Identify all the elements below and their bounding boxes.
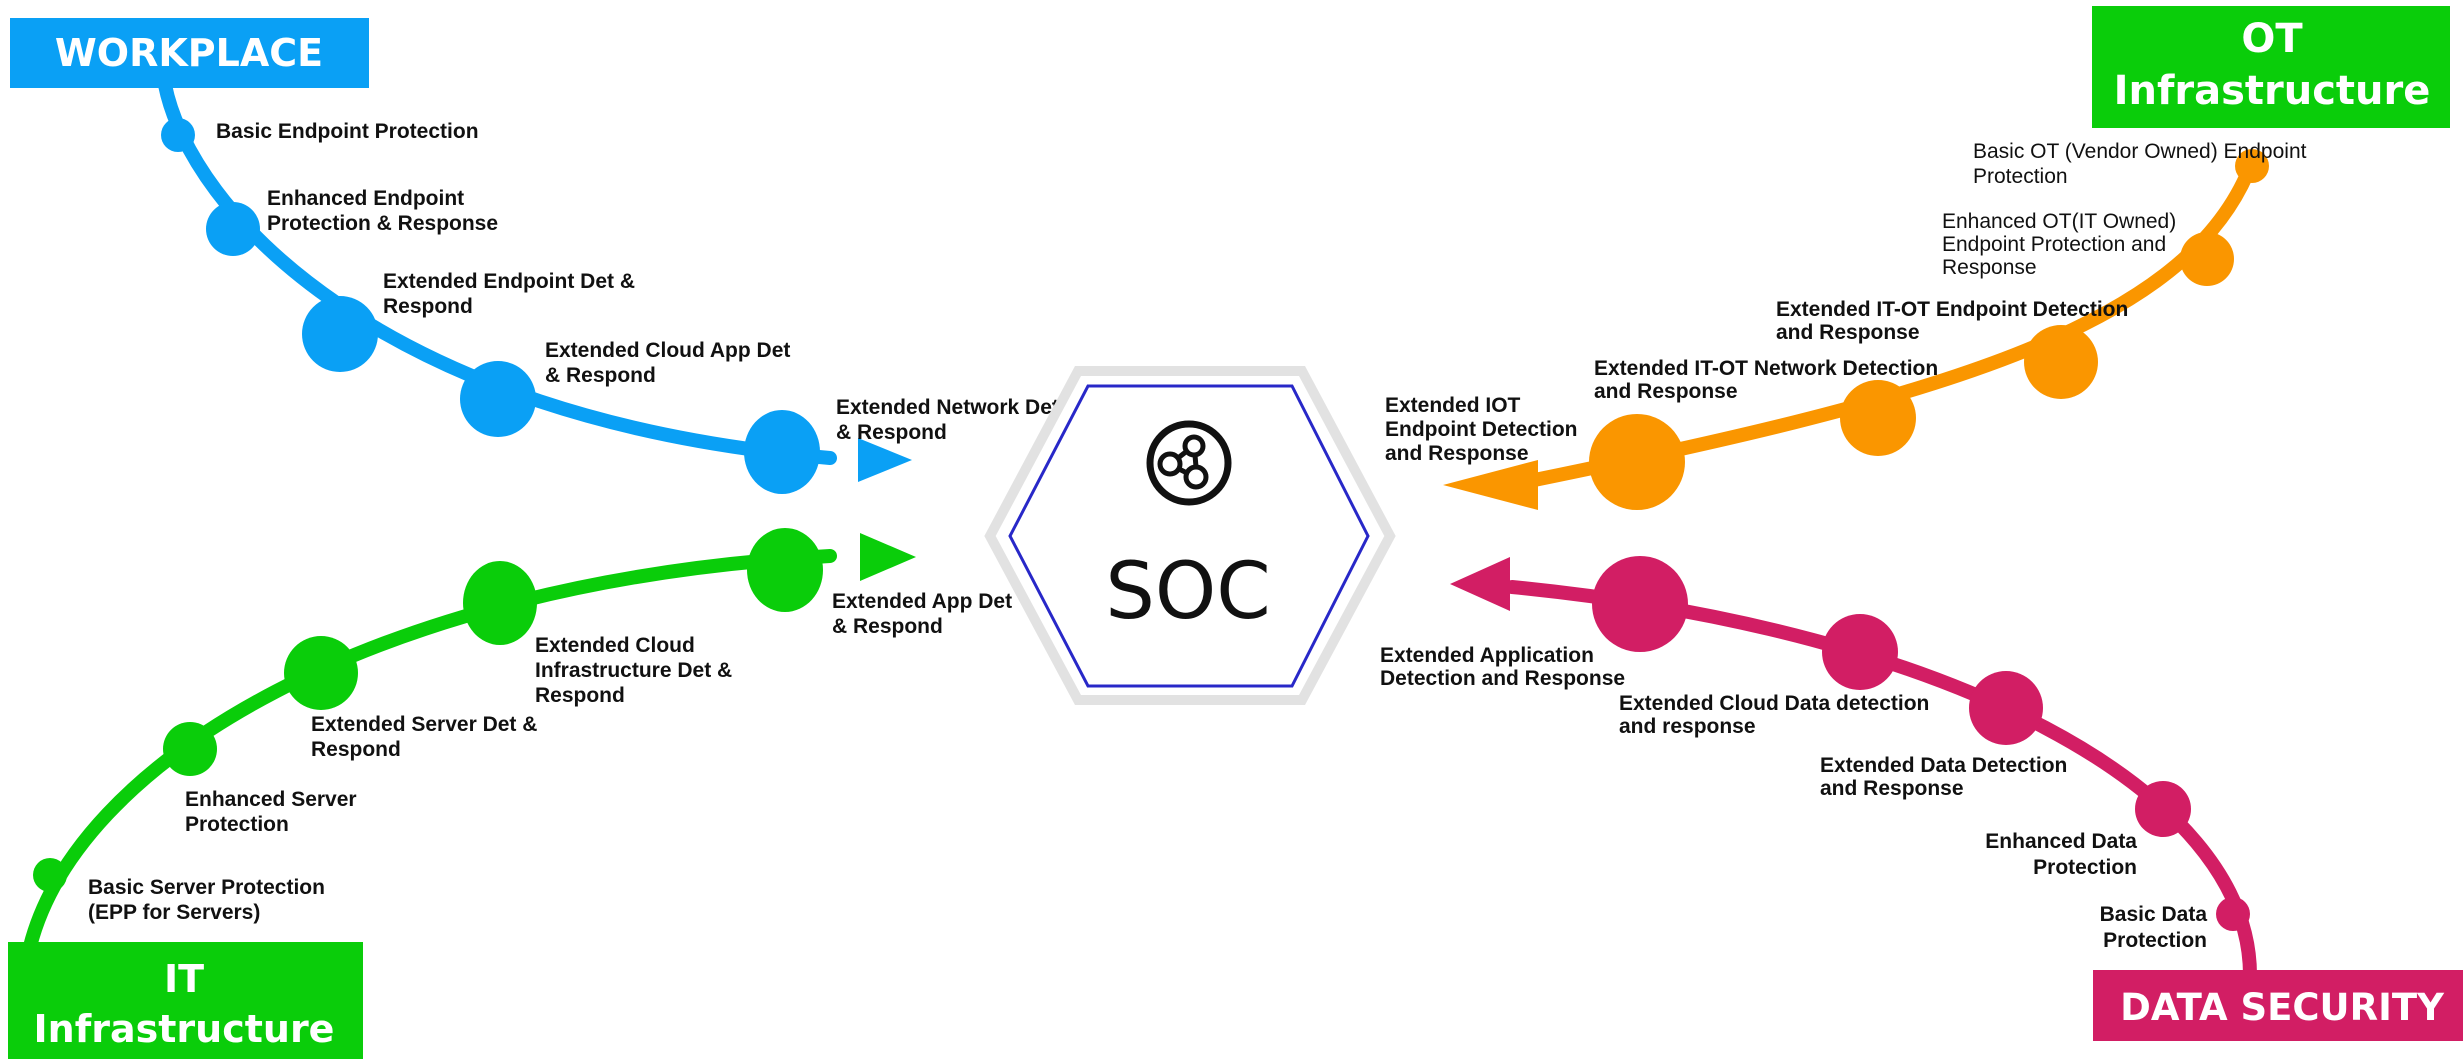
data-security-stage-node	[2216, 897, 2250, 931]
it-infrastructure-title-line1: IT	[164, 957, 204, 1001]
workplace-branch: WORKPLACE Basic Endpoint Protection Enha…	[10, 18, 1059, 494]
ot-infrastructure-stage-2-label: Enhanced OT(IT Owned)Endpoint Protection…	[1942, 210, 2176, 279]
workplace-stage-4-label: Extended Cloud App Det& Respond	[545, 339, 790, 387]
data-security-stage-node	[2135, 781, 2191, 837]
soc-hexagon-border	[1008, 384, 1370, 688]
it-infrastructure-stage-3-label: Extended Server Det &Respond	[311, 713, 537, 761]
it-infrastructure-arrowhead	[860, 533, 916, 581]
ot-infrastructure-stage-node	[2180, 232, 2234, 286]
workplace-stage-node	[460, 361, 536, 437]
workplace-stage-node	[206, 202, 260, 256]
soc-label: SOC	[1105, 547, 1270, 637]
data-security-title: DATA SECURITY	[2120, 986, 2445, 1029]
ot-infrastructure-stage-node	[1840, 380, 1916, 456]
soc-hexagon: SOC	[984, 366, 1396, 705]
ot-infrastructure-title-box	[2092, 6, 2450, 128]
data-security-stage-node	[1969, 671, 2043, 745]
it-infrastructure-stage-node	[163, 722, 217, 776]
it-infrastructure-branch: IT Infrastructure Basic Server Protectio…	[8, 528, 1012, 1059]
ot-infrastructure-branch: OT Infrastructure Basic OT (Vendor Owned…	[1385, 6, 2450, 510]
workplace-stage-5-label: Extended Network Det& Respond	[836, 396, 1059, 444]
workplace-stage-3-label: Extended Endpoint Det &Respond	[383, 270, 635, 318]
data-security-arrowhead	[1450, 557, 1510, 611]
it-infrastructure-stage-node	[33, 858, 67, 892]
data-security-stage-node	[1592, 556, 1688, 652]
workplace-arrowhead	[858, 438, 912, 482]
data-security-title-box	[2093, 970, 2463, 1041]
data-security-stage-node	[1822, 614, 1898, 690]
it-infrastructure-title-line2: Infrastructure	[34, 1007, 335, 1051]
workplace-title: WORKPLACE	[55, 31, 323, 75]
it-infrastructure-stage-5-label: Extended App Det& Respond	[832, 590, 1012, 638]
ot-infrastructure-stage-node	[2024, 325, 2098, 399]
ot-infrastructure-stage-node	[2235, 149, 2269, 183]
data-security-path	[1505, 580, 2257, 982]
ot-infrastructure-title-line1: OT	[2241, 16, 2303, 62]
workplace-title-box	[10, 18, 369, 88]
workplace-stage-node	[161, 118, 195, 152]
it-infrastructure-stage-node	[284, 636, 358, 710]
ot-infrastructure-arrowhead	[1443, 460, 1538, 510]
workplace-stage-node	[302, 296, 378, 372]
ot-infrastructure-stage-node	[1589, 414, 1685, 510]
it-infrastructure-stage-node	[747, 528, 823, 612]
ot-infrastructure-title-line2: Infrastructure	[2114, 68, 2431, 114]
it-infrastructure-stage-1-label: Basic Server Protection(EPP for Servers)	[88, 876, 325, 924]
it-infrastructure-title-box	[8, 942, 363, 1059]
network-share-icon	[1146, 420, 1232, 506]
workplace-stage-1-label: Basic Endpoint Protection	[216, 120, 479, 143]
workplace-stage-node	[744, 410, 820, 494]
it-infrastructure-stage-node	[463, 561, 537, 645]
